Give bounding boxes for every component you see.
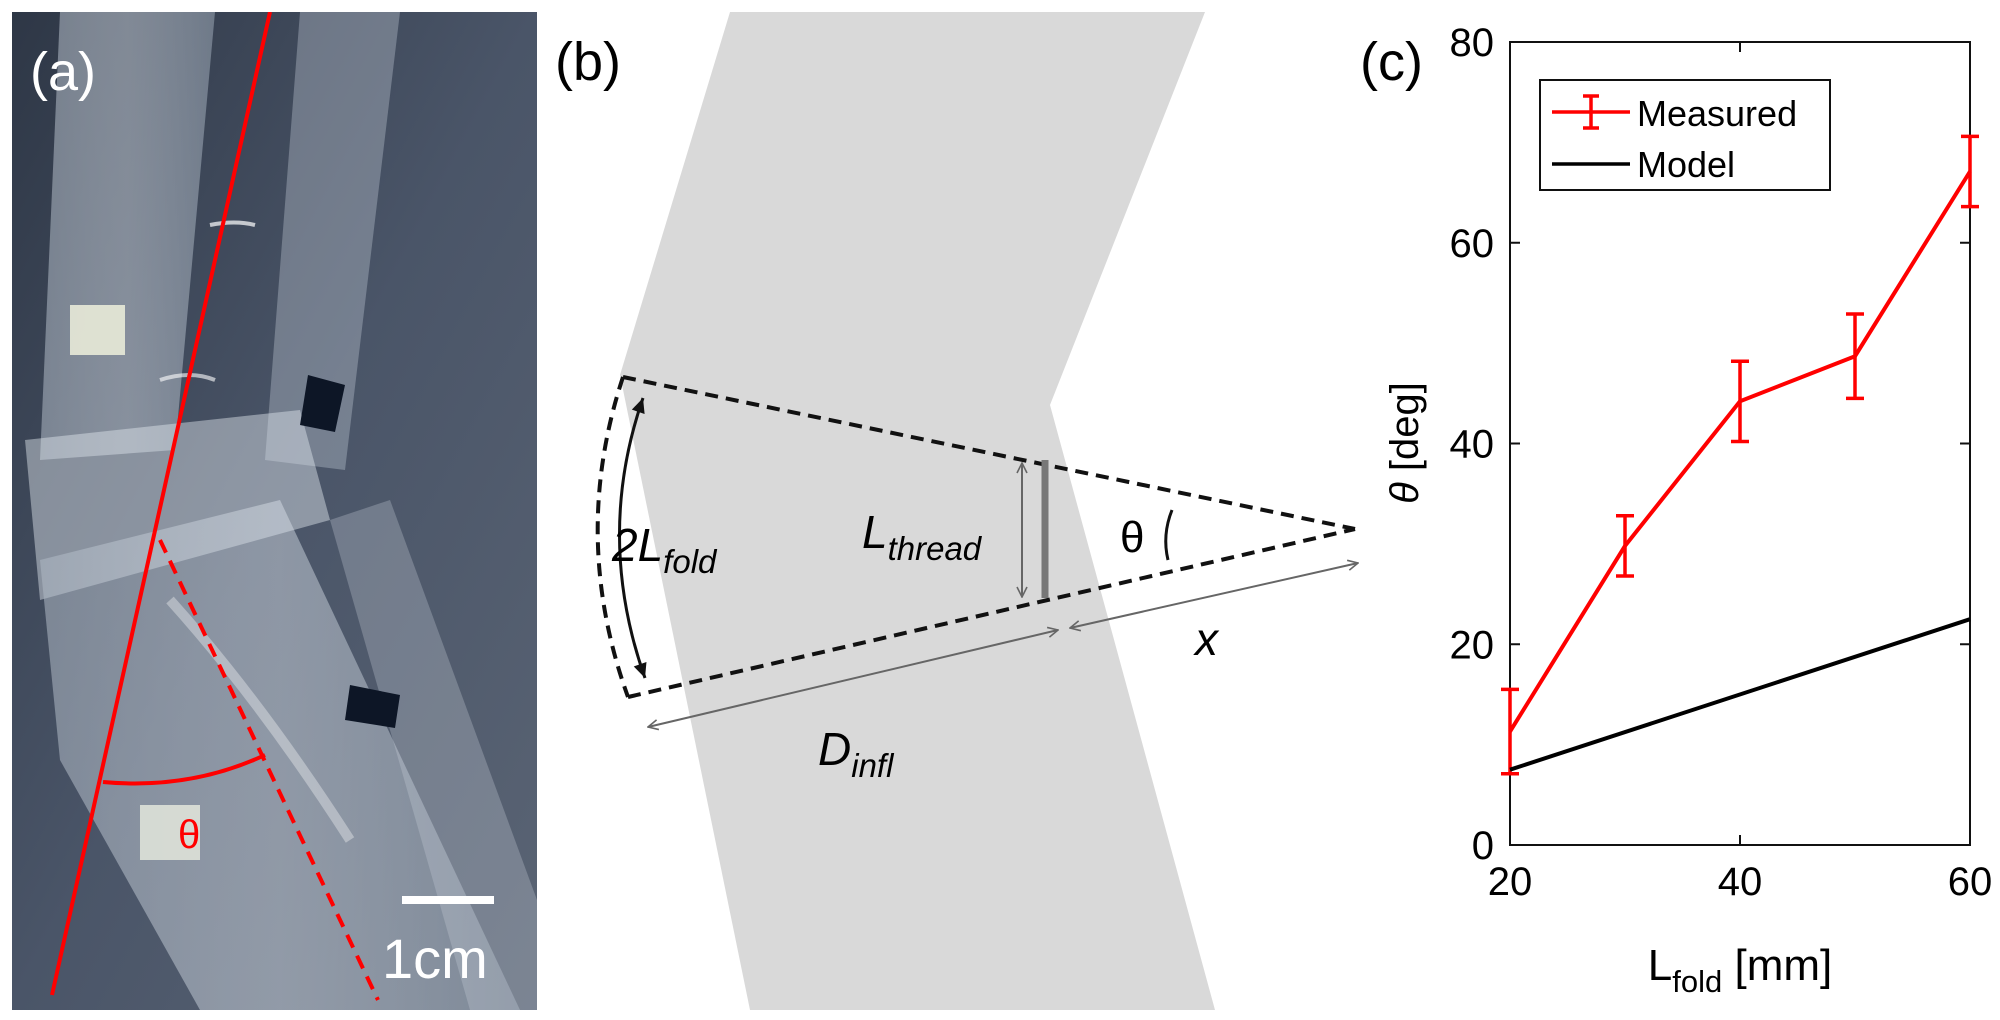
y-axis: 0 20 40 60 80 (1450, 21, 1970, 868)
legend-model-label: Model (1637, 144, 1735, 185)
x-axis-title: Lfold [mm] (1648, 941, 1832, 999)
scale-bar (402, 896, 494, 904)
legend-box (1539, 79, 1831, 191)
panel-a-photo: (a) θ 1cm (12, 12, 537, 1010)
scale-bar-label: 1cm (382, 927, 488, 990)
x-tick-label: 20 (1488, 860, 1533, 904)
photo-upper-sleeve (265, 12, 400, 470)
y-tick-label: 20 (1450, 623, 1495, 667)
photo-lower-tube (40, 500, 520, 1010)
tube-band (620, 12, 1215, 1010)
photo-bent-axis-line (158, 539, 380, 1001)
thread-symbol: L (862, 506, 888, 558)
infl-symbol: D (818, 723, 851, 775)
panel-c-label: (c) (1360, 32, 1423, 92)
fold-label: 2Lfold (611, 519, 718, 580)
y-tick-label: 80 (1450, 21, 1495, 65)
y-tick-label: 40 (1450, 423, 1495, 467)
y-axis-symbol: θ (1383, 482, 1427, 504)
x-tick-label: 40 (1718, 860, 1763, 904)
photo-reference-line (50, 12, 272, 996)
panel-a-label: (a) (30, 42, 96, 102)
photo-tape-lower (140, 805, 200, 860)
legend: Measured Model (1539, 79, 1831, 191)
photo-tape-upper (70, 305, 125, 355)
photo-theta-label: θ (178, 813, 200, 857)
x-arrow (1070, 563, 1358, 628)
panel-b-label: (b) (555, 32, 621, 92)
photo-glare (166, 596, 355, 843)
wedge-outer-arc (595, 376, 630, 698)
x-axis-unit-spacer (1722, 941, 1734, 990)
x-axis-symbol: L (1648, 941, 1672, 990)
wedge-theta-label: θ (1120, 513, 1144, 562)
fold-subscript: fold (663, 543, 718, 580)
y-axis-title: θ [deg] (1383, 382, 1427, 504)
infl-subscript: infl (851, 747, 895, 784)
thread-label: Lthread (862, 506, 983, 567)
photo-lower-sleeve (330, 500, 537, 1010)
panel-b-schematic: (b) 2Lfold Lthread θ x Dinfl (555, 12, 1358, 1010)
photo-glare (209, 220, 256, 227)
y-tick-label: 60 (1450, 222, 1495, 266)
legend-measured-label: Measured (1637, 93, 1797, 134)
x-label: x (1193, 613, 1220, 665)
photo-marker-upper (300, 375, 345, 432)
x-axis: 20 40 60 (1488, 42, 1993, 904)
fold-symbol: 2L (611, 519, 663, 571)
y-tick-label: 0 (1472, 824, 1494, 868)
fold-arrow (618, 397, 647, 679)
series-layer (1501, 134, 1979, 776)
x-axis-unit: [mm] (1734, 941, 1832, 990)
photo-marker-lower (345, 685, 400, 728)
y-axis-unit-spacer (1383, 471, 1427, 482)
wedge-lower-edge (627, 527, 1356, 699)
theta-arc (1164, 509, 1174, 561)
thread-subscript: thread (888, 530, 983, 567)
x-tick-label: 60 (1948, 860, 1993, 904)
x-axis-subscript: fold (1672, 964, 1722, 999)
series-model-line (1509, 617, 1971, 772)
infl-arrow (648, 630, 1058, 727)
photo-angle-arc (102, 753, 266, 786)
y-axis-unit: [deg] (1383, 382, 1427, 471)
infl-label: Dinfl (818, 723, 895, 784)
